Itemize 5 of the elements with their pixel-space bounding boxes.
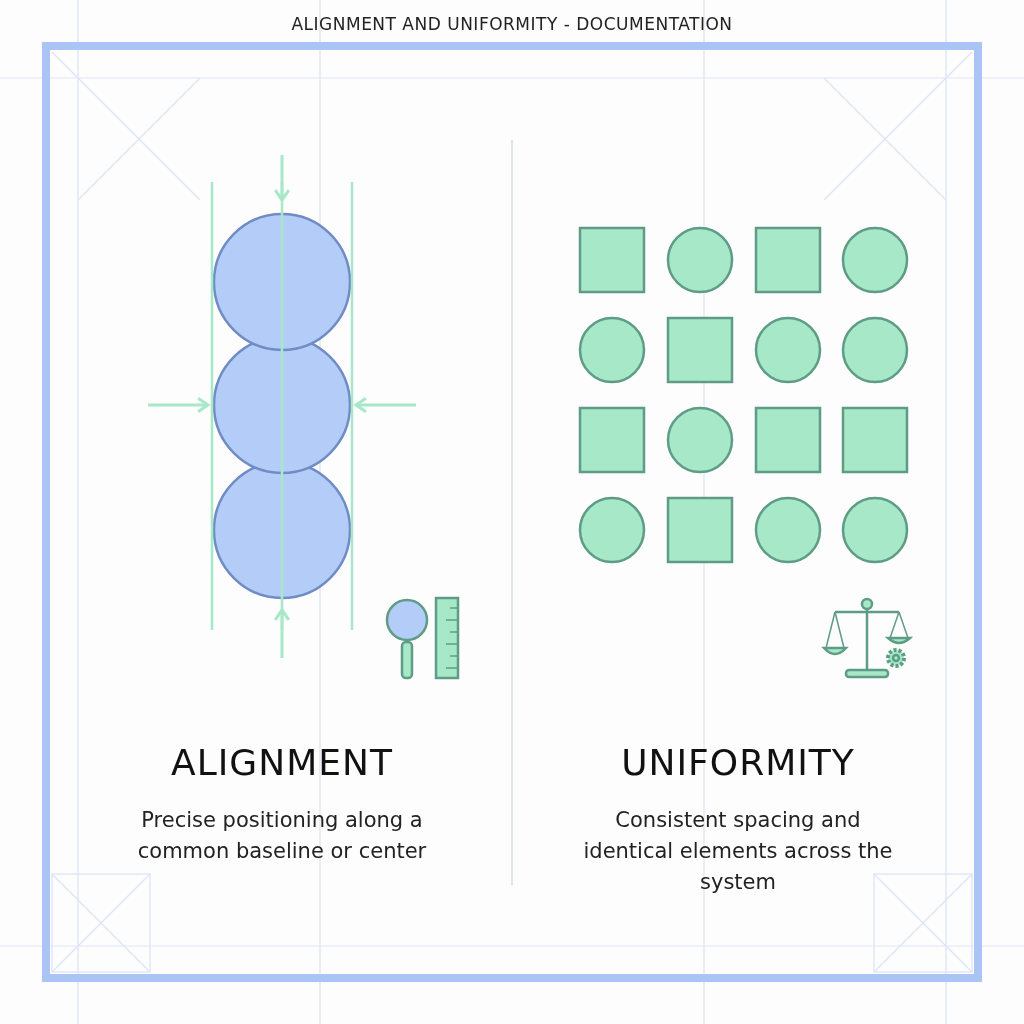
title: ALIGNMENT AND UNIFORMITY - DOCUMENTATION: [290, 14, 734, 34]
section-heading: UNIFORMITY: [620, 742, 856, 783]
section-description: Precise positioning along a common baseline or center: [136, 807, 428, 865]
section-heading: ALIGNMENT: [170, 742, 394, 783]
section-description: Consistent spacing and identical elements across the system: [583, 807, 893, 896]
